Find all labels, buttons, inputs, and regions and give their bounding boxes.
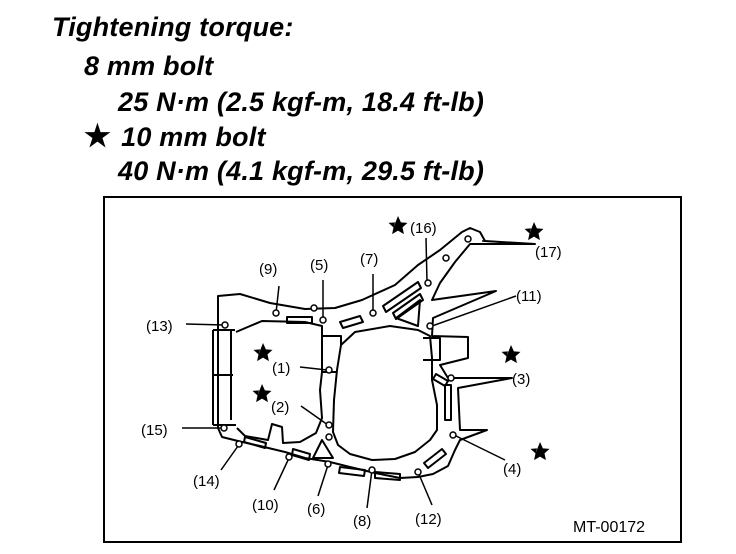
bolt-label-13: (13) (146, 318, 173, 335)
torque-10mm-value: 40 N·m (4.1 kgf-m, 29.5 ft-lb) (118, 156, 485, 186)
case-outline (212, 227, 536, 481)
bolt-label-6: (6) (307, 501, 325, 518)
bolt-label-4: (4) (503, 461, 521, 478)
torque-title: Tightening torque: (52, 12, 294, 42)
bolt-label-14: (14) (193, 473, 220, 490)
bolt-label-1: (1) (272, 360, 290, 377)
bolt-label-17: (17) (535, 244, 562, 261)
star-icon: ★ (84, 120, 112, 153)
bolt-label-3: (3) (512, 371, 530, 388)
ten-mm-bolt-markers (252, 216, 550, 461)
bolt-label-9: (9) (259, 261, 277, 278)
bolt-label-10: (10) (252, 497, 279, 514)
star-icon-1 (253, 343, 273, 362)
bolt-label-15: (15) (141, 422, 168, 439)
star-icon-2 (252, 384, 272, 403)
bolt-8mm-label: 8 mm bolt (84, 51, 214, 81)
star-icon-4 (530, 442, 550, 461)
bolt-10mm-label: 10 mm bolt (121, 122, 266, 152)
figure-code: MT-00172 (573, 519, 645, 536)
star-icon-16 (388, 216, 408, 235)
bolt-label-16: (16) (410, 220, 437, 237)
bolt-label-8: (8) (353, 513, 371, 530)
bolt-label-2: (2) (271, 399, 289, 416)
star-icon-17 (524, 222, 544, 241)
diagram-frame (103, 196, 682, 543)
bolt-10mm-row: ★ 10 mm bolt (84, 122, 266, 152)
bolt-label-5: (5) (310, 257, 328, 274)
torque-8mm-value: 25 N·m (2.5 kgf-m, 18.4 ft-lb) (118, 87, 485, 117)
bolt-label-12: (12) (415, 511, 442, 528)
star-icon-3 (501, 345, 521, 364)
leader-lines (182, 237, 536, 509)
bolt-label-7: (7) (360, 251, 378, 268)
bolt-holes (220, 235, 472, 476)
bolt-label-11: (11) (516, 288, 542, 305)
